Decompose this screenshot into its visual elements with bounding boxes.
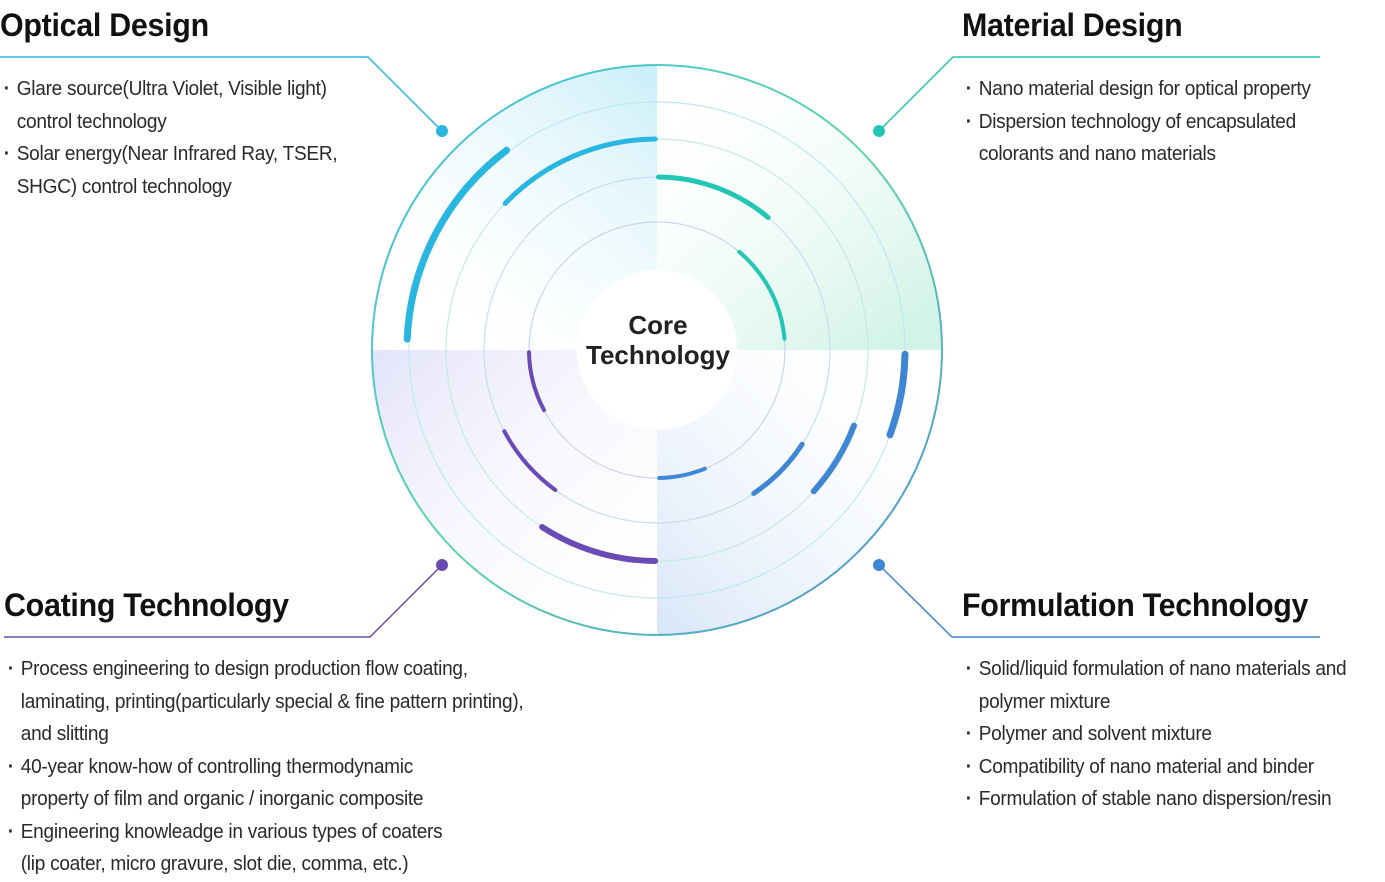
quadrant-backgrounds: [372, 65, 942, 635]
list-item: Nano material design for optical propert…: [962, 73, 1343, 106]
outer-ring: [371, 64, 943, 636]
highlight-arc: [502, 429, 558, 492]
coating-technology-title: Coating Technology: [4, 587, 289, 623]
highlight-arc: [751, 441, 805, 496]
highlight-arc: [403, 146, 510, 343]
ring: [528, 221, 786, 479]
optical-design-section: Optical Design Glare source(Ultra Violet…: [0, 7, 370, 203]
optical-design-list: Glare source(Ultra Violet, Visible light…: [0, 73, 370, 203]
highlight-arcs: [403, 136, 909, 564]
list-item: 40-year know-how of controlling thermody…: [4, 751, 562, 816]
material-connector-line: [878, 56, 1320, 132]
highlight-arc: [527, 350, 546, 413]
quadrant-optical: [372, 65, 657, 350]
list-item: Glare source(Ultra Violet, Visible light…: [0, 73, 344, 138]
material-design-list: Nano material design for optical propert…: [962, 73, 1372, 171]
list-item: Solar energy(Near Infrared Ray, TSER, SH…: [0, 138, 344, 203]
formulation-technology-list: Solid/liquid formulation of nano materia…: [962, 653, 1385, 816]
list-item: Dispersion technology of encapsulated co…: [962, 106, 1343, 171]
optical-design-title: Optical Design: [0, 7, 209, 43]
connector-lines: [0, 56, 1320, 638]
ring: [408, 101, 906, 599]
core-circle: [577, 270, 737, 430]
list-item: Polymer and solvent mixture: [962, 718, 1355, 751]
coating-connector-line: [4, 564, 443, 638]
core-label-line1: Core: [628, 310, 688, 340]
quadrant-formulation: [657, 350, 942, 635]
list-item: Formulation of stable nano dispersion/re…: [962, 783, 1355, 816]
formulation-technology-title: Formulation Technology: [962, 587, 1309, 623]
highlight-arc: [656, 174, 771, 220]
optical-connector-dot: [436, 125, 448, 137]
highlight-arc: [886, 350, 909, 439]
list-item: Process engineering to design production…: [4, 653, 562, 751]
coating-technology-section: Coating Technology Process engineering t…: [4, 587, 604, 881]
core-label-line2: Technology: [586, 340, 730, 370]
formulation-technology-section: Formulation Technology Solid/liquid form…: [962, 587, 1385, 816]
core-label: Core Technology: [578, 310, 738, 370]
list-item: Engineering knowleadge in various types …: [4, 816, 562, 881]
highlight-arc: [810, 422, 857, 495]
material-connector-dot: [873, 125, 885, 137]
list-item: Solid/liquid formulation of nano materia…: [962, 653, 1355, 718]
list-item: Compatibility of nano material and binde…: [962, 751, 1355, 784]
quadrant-coating: [372, 350, 657, 635]
material-design-title: Material Design: [962, 7, 1183, 43]
quadrant-material: [657, 65, 942, 350]
highlight-arc: [657, 466, 707, 480]
highlight-arc: [539, 524, 659, 564]
highlight-arc: [737, 249, 787, 341]
highlight-arc: [502, 136, 658, 206]
formulation-connector-dot: [873, 559, 885, 571]
coating-technology-list: Process engineering to design production…: [4, 653, 604, 881]
material-design-section: Material Design Nano material design for…: [962, 7, 1372, 171]
optical-connector-line: [0, 56, 443, 132]
formulation-connector-line: [878, 564, 1320, 638]
coating-connector-dot: [436, 559, 448, 571]
